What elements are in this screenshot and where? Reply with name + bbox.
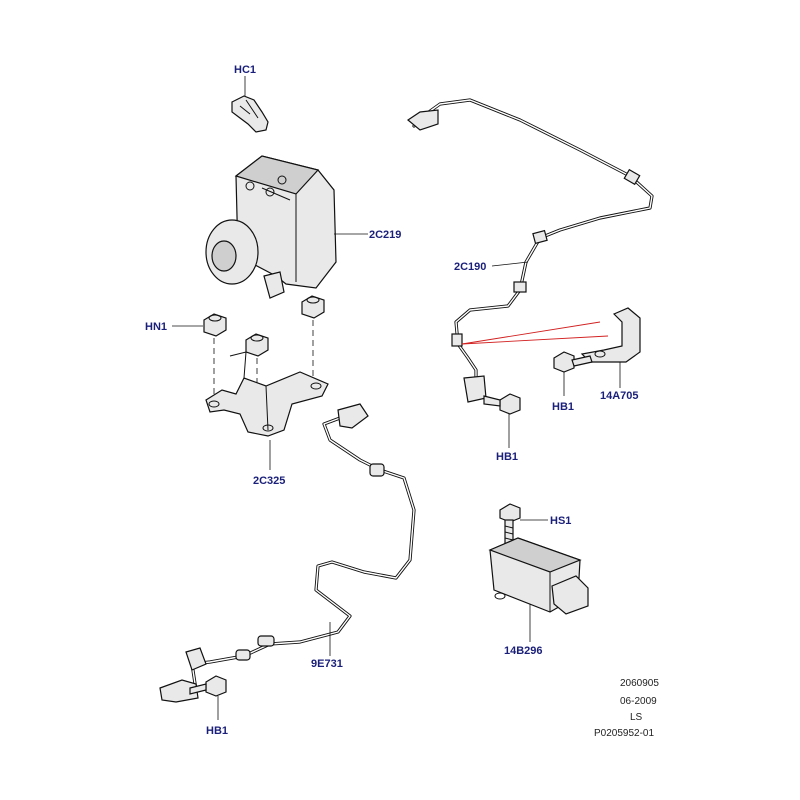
hb1-bolt-bracket-part: [553, 351, 593, 373]
hn1-label: HN1: [145, 321, 167, 333]
nut-part-2: [245, 333, 269, 357]
hb1-bolt-sensor-part: [483, 393, 521, 415]
14a705-label: 14A705: [600, 390, 639, 402]
2c190-label: 2C190: [454, 261, 486, 273]
highlight-line-2: [461, 335, 609, 345]
footer-line-2: 06-2009: [620, 696, 657, 707]
footer-line-1: 2060905: [620, 678, 659, 689]
abs-modulator-part: [205, 155, 337, 299]
yaw-rate-sensor-part: [488, 537, 589, 615]
hc1-clip-part: [231, 95, 269, 133]
front-sensor-cable-part: [159, 403, 416, 703]
14b296-label: 14B296: [504, 645, 543, 657]
footer-line-3: LS: [630, 712, 643, 723]
abs-bracket-part: [205, 351, 329, 437]
hb1-bottom-label: HB1: [206, 725, 228, 737]
rear-sensor-cable-part: [406, 98, 654, 403]
2c190-leader: [491, 261, 529, 267]
9e731-label: 9E731: [311, 658, 343, 670]
2c219-label: 2C219: [369, 229, 401, 241]
hb1-right-a-label: HB1: [552, 401, 574, 413]
hb1-bolt-bottom-part: [189, 675, 227, 697]
hs1-bolt-part: [499, 503, 521, 545]
hc1-label: HC1: [234, 64, 256, 76]
hs1-label: HS1: [550, 515, 571, 527]
highlight-line-1: [461, 321, 601, 345]
sensor-bracket-part: [580, 307, 641, 363]
hb1-right-b-label: HB1: [496, 451, 518, 463]
2c325-label: 2C325: [253, 475, 285, 487]
nut-part-3: [301, 295, 325, 319]
hn1-nut-part: [203, 313, 227, 337]
footer-line-4: P0205952-01: [594, 728, 654, 739]
